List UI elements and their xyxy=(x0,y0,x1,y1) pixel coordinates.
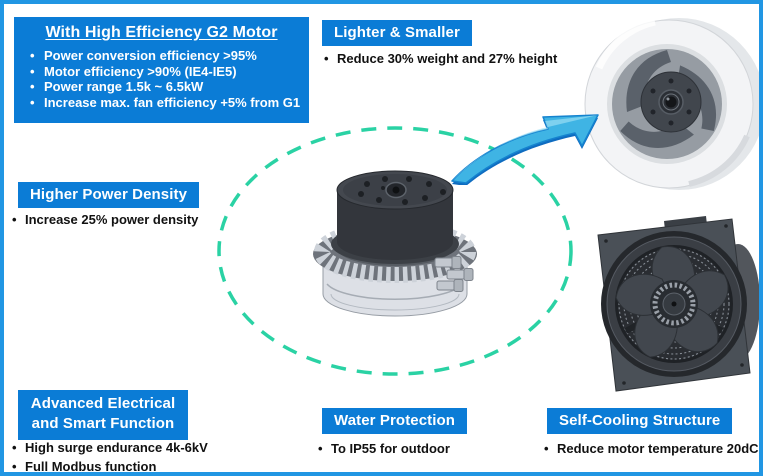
advanced-electrical-badge: Advanced Electrical and Smart Function xyxy=(18,390,188,440)
feature-bullet: To IP55 for outdoor xyxy=(318,439,450,458)
feature-bullet: Motor efficiency >90% (IE4-IE5) xyxy=(30,64,303,80)
self-cooling-badge: Self-Cooling Structure xyxy=(547,408,733,434)
axial-fan-image xyxy=(597,216,759,392)
impeller-image xyxy=(584,18,759,190)
advanced-electrical-bullet-list: High surge endurance 4k-6kV Full Modbus … xyxy=(12,438,208,472)
feature-bullet: Power conversion efficiency >95% xyxy=(30,48,303,64)
higher-power-density-bullet-list: Increase 25% power density xyxy=(12,210,198,229)
feature-bullet: Power range 1.5k ~ 6.5kW xyxy=(30,79,303,95)
feature-bullet: Increase max. fan efficiency +5% from G1 xyxy=(30,95,303,111)
motor-image xyxy=(313,170,477,317)
g2-motor-title: With High Efficiency G2 Motor xyxy=(45,24,278,41)
upgrade-arrow-icon xyxy=(451,114,599,185)
cycle-dashed-ellipse xyxy=(217,126,573,376)
g2-motor-bullet-list: Power conversion efficiency >95% Motor e… xyxy=(14,48,309,110)
feature-bullet: Reduce motor temperature 20dC xyxy=(544,439,759,458)
lighter-smaller-bullet-list: Reduce 30% weight and 27% height xyxy=(324,49,557,68)
water-protection-badge: Water Protection xyxy=(322,408,468,434)
higher-power-density-badge: Higher Power Density xyxy=(18,182,200,208)
feature-bullet: Reduce 30% weight and 27% height xyxy=(324,49,557,68)
g2-motor-feature-box: With High Efficiency G2 Motor Power conv… xyxy=(14,17,309,123)
feature-bullet: Full Modbus function xyxy=(12,457,208,472)
water-protection-bullet-list: To IP55 for outdoor xyxy=(318,439,450,458)
feature-bullet: High surge endurance 4k-6kV xyxy=(12,438,208,457)
lighter-smaller-badge: Lighter & Smaller xyxy=(322,20,472,46)
feature-bullet: Increase 25% power density xyxy=(12,210,198,229)
self-cooling-bullet-list: Reduce motor temperature 20dC xyxy=(544,439,759,458)
